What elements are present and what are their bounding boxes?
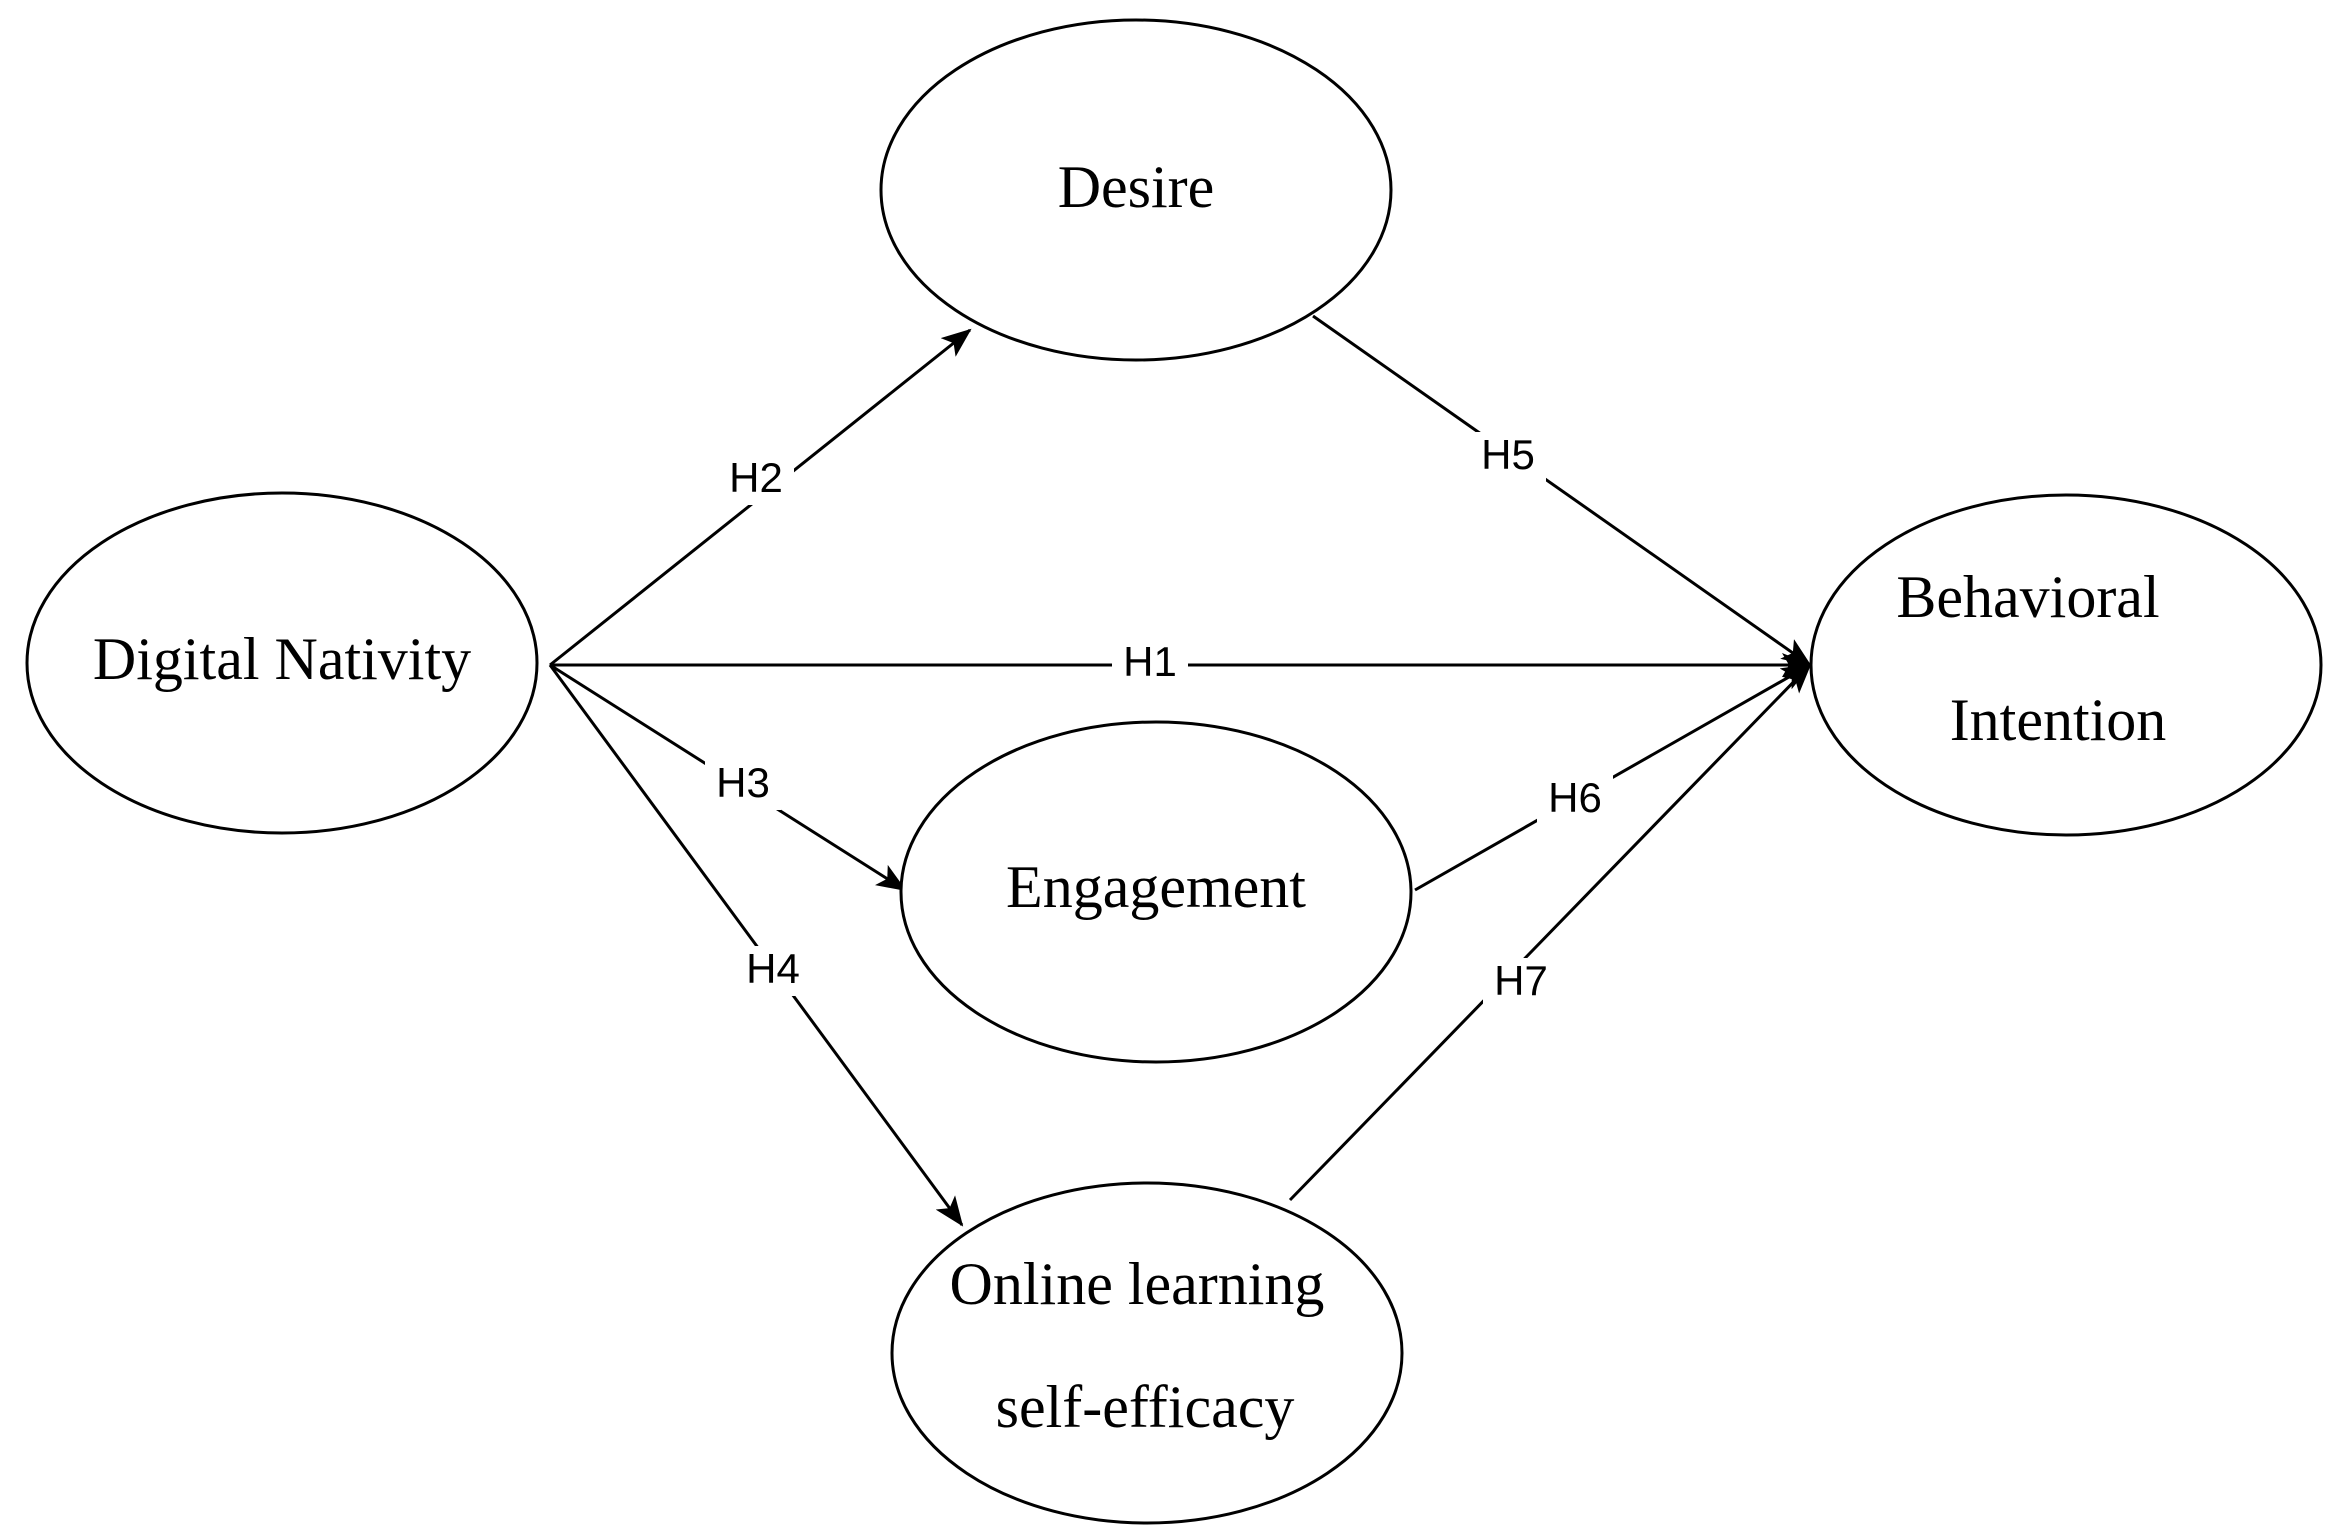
edge-h5-line — [1312, 314, 1812, 667]
node-behavioral-intention: Behavioral Intention — [1809, 493, 2323, 837]
edge-h6: H6 — [1414, 663, 1812, 892]
nodes: Digital Nativity Desire Engagement Onlin… — [25, 18, 2323, 1525]
edge-h4: H4 — [548, 664, 964, 1227]
edge-h7: H7 — [1288, 663, 1812, 1202]
node-digital-nativity-label: Digital Nativity — [93, 626, 471, 692]
edges: H1 H2 H3 H4 H5 H6 H7 — [548, 314, 1812, 1227]
edge-h5-label: H5 — [1481, 431, 1535, 478]
node-desire-shape — [879, 18, 1393, 362]
node-desire: Desire — [879, 18, 1393, 362]
edge-h7-label: H7 — [1494, 957, 1548, 1004]
edge-h4-line — [548, 664, 964, 1227]
edge-h2-label: H2 — [729, 454, 783, 501]
node-engagement-label: Engagement — [1006, 854, 1306, 920]
node-online-learning-self-efficacy-label-line-2: self-efficacy — [996, 1374, 1295, 1440]
edge-h3: H3 — [549, 663, 907, 892]
edge-h1-label: H1 — [1123, 638, 1177, 685]
edge-h5: H5 — [1312, 314, 1812, 667]
node-behavioral-intention-label-line-2: Intention — [1950, 687, 2167, 753]
edge-h2: H2 — [549, 328, 972, 667]
edge-h7-line — [1288, 663, 1812, 1202]
edge-h1: H1 — [550, 638, 1812, 690]
node-behavioral-intention-shape — [1809, 493, 2323, 837]
node-behavioral-intention-label-line-1: Behavioral — [1896, 564, 2159, 630]
node-online-learning-self-efficacy-shape — [890, 1181, 1404, 1525]
node-online-learning-self-efficacy-label-line-1: Online learning — [950, 1251, 1325, 1317]
node-engagement-shape — [899, 720, 1413, 1064]
edge-h3-label: H3 — [716, 759, 770, 806]
node-engagement: Engagement — [899, 720, 1413, 1064]
node-digital-nativity: Digital Nativity — [25, 491, 539, 835]
edge-h6-label: H6 — [1548, 774, 1602, 821]
node-desire-label: Desire — [1058, 154, 1215, 220]
node-online-learning-self-efficacy: Online learning self-efficacy — [890, 1181, 1404, 1525]
edge-h4-label: H4 — [746, 945, 800, 992]
node-digital-nativity-shape — [25, 491, 539, 835]
